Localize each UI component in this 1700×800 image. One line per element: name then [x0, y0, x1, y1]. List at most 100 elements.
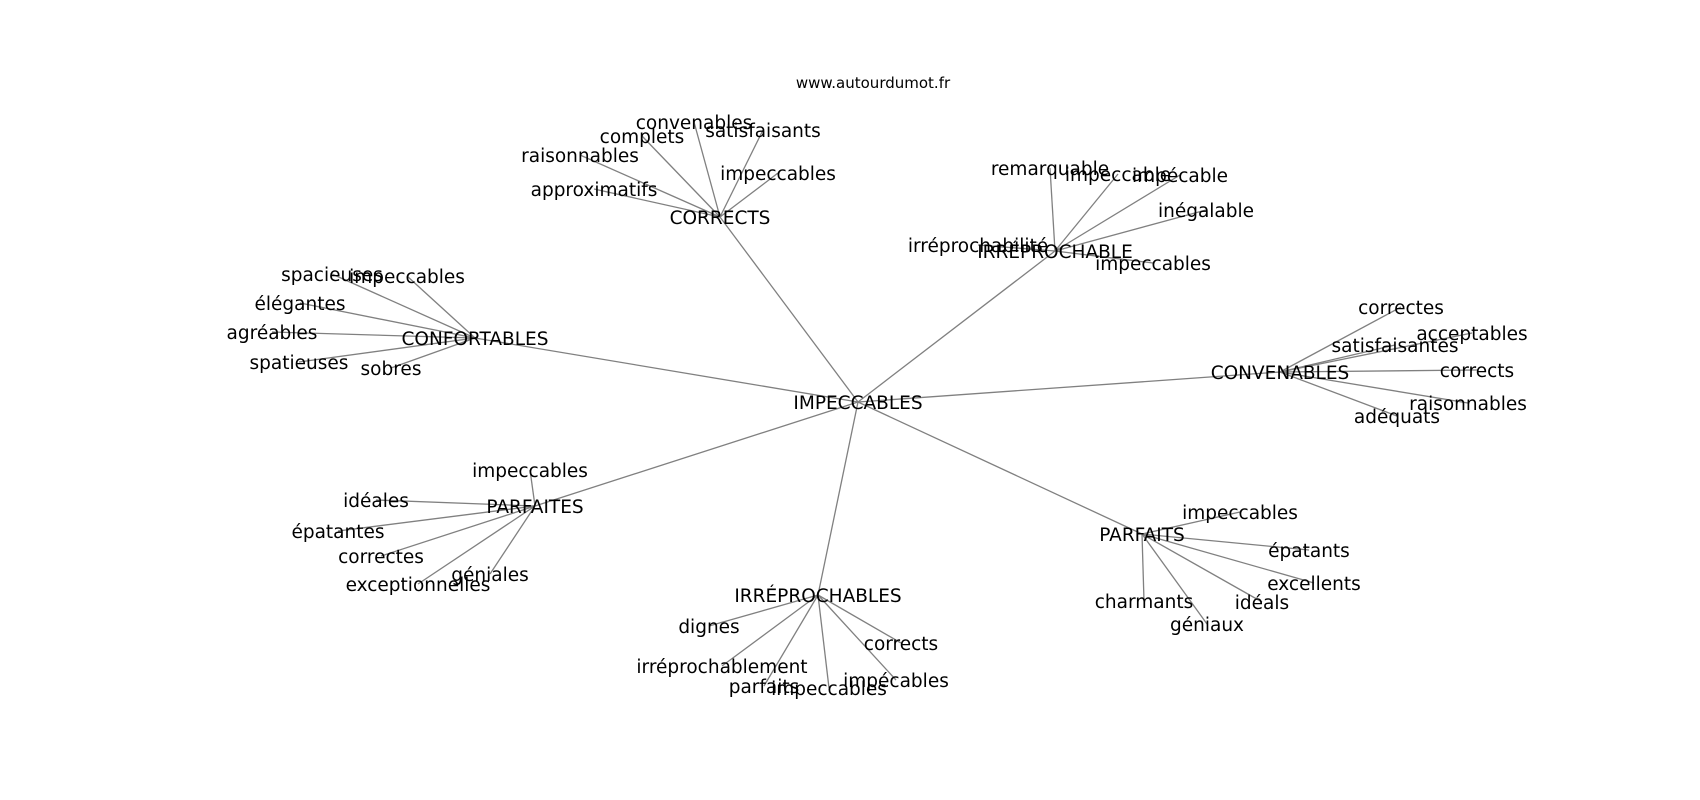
leaf-word[interactable]: irréprochabilité	[908, 236, 1048, 257]
edge-cluster-to-leaf	[1054, 173, 1119, 252]
edge-cluster-to-leaf	[719, 172, 779, 218]
edge-cluster-to-leaf	[375, 499, 536, 507]
leaf-word[interactable]: corrects	[1440, 361, 1514, 382]
edge-cluster-to-leaf	[390, 337, 476, 369]
edge-cluster-to-leaf	[406, 275, 476, 339]
edge-cluster-to-leaf	[579, 154, 721, 218]
leaf-word[interactable]: spacieuses	[281, 265, 383, 286]
leaf-word[interactable]: dignes	[678, 617, 739, 638]
edge-cluster-to-leaf	[1279, 371, 1469, 404]
cluster-word[interactable]: CONFORTABLES	[402, 329, 549, 350]
center-word[interactable]: IMPECCABLES	[793, 393, 922, 414]
leaf-word[interactable]: agréables	[227, 323, 318, 344]
leaf-word[interactable]: acceptables	[1416, 324, 1527, 345]
leaf-word[interactable]: impécables	[843, 671, 949, 692]
leaf-word[interactable]: impeccables	[472, 461, 588, 482]
leaf-word[interactable]: parfaits	[729, 677, 800, 698]
leaf-word[interactable]: convenables	[636, 113, 753, 134]
leaf-word[interactable]: charmants	[1095, 592, 1194, 613]
edge-center-to-cluster	[857, 250, 1056, 403]
edge-cluster-to-leaf	[298, 337, 476, 363]
edge-cluster-to-leaf	[1279, 371, 1398, 417]
leaf-word[interactable]: impeccables	[771, 679, 887, 700]
edge-cluster-to-leaf	[1054, 174, 1181, 252]
edge-center-to-cluster	[857, 371, 1281, 403]
leaf-word[interactable]: satisfaisantes	[1332, 336, 1459, 357]
leaf-word[interactable]: approximatifs	[531, 180, 658, 201]
site-url[interactable]: www.autourdumot.fr	[796, 74, 951, 92]
edge-center-to-cluster	[534, 401, 859, 507]
edge-cluster-to-leaf	[817, 594, 902, 644]
edge-cluster-to-leaf	[529, 469, 536, 507]
edge-cluster-to-leaf	[708, 594, 819, 627]
edge-cluster-to-leaf	[1279, 369, 1478, 373]
edge-center-to-cluster	[857, 401, 1143, 535]
edge-cluster-to-leaf	[1141, 533, 1263, 603]
cluster-word[interactable]: PARFAITES	[486, 497, 583, 518]
cluster-word[interactable]: CORRECTS	[670, 208, 771, 229]
leaf-word[interactable]: satisfaisants	[705, 121, 821, 142]
edge-cluster-to-leaf	[380, 505, 536, 557]
edge-cluster-to-leaf	[1054, 250, 1154, 264]
cluster-word[interactable]: IRRÉPROCHABLES	[734, 585, 901, 607]
leaf-word[interactable]: corrects	[864, 634, 938, 655]
leaf-word[interactable]: impécable	[1132, 166, 1228, 187]
leaf-word[interactable]: idéales	[343, 491, 409, 512]
edge-center-to-cluster	[474, 337, 859, 403]
leaf-word[interactable]: correctes	[338, 547, 424, 568]
leaf-word[interactable]: spatieuses	[250, 353, 349, 374]
leaf-word[interactable]: complets	[600, 127, 685, 148]
leaf-word[interactable]: idéals	[1235, 593, 1289, 614]
edge-cluster-to-leaf	[1054, 209, 1207, 252]
leaf-word[interactable]: impeccables	[720, 164, 836, 185]
edge-cluster-to-leaf	[1141, 533, 1310, 551]
edge-cluster-to-leaf	[1141, 533, 1208, 625]
leaf-word[interactable]: correctes	[1358, 298, 1444, 319]
leaf-word[interactable]: remarquable	[991, 159, 1109, 180]
leaf-word[interactable]: élégantes	[255, 294, 346, 315]
edge-cluster-to-leaf	[641, 135, 721, 218]
cluster-word[interactable]: IRRÉPROCHABLE	[977, 241, 1133, 263]
edge-cluster-to-leaf	[1279, 332, 1473, 373]
edge-cluster-to-leaf	[337, 505, 536, 532]
leaf-word[interactable]: géniales	[451, 565, 529, 586]
edge-cluster-to-leaf	[489, 505, 536, 575]
edge-cluster-to-leaf	[1141, 511, 1241, 535]
edge-cluster-to-leaf	[977, 244, 1056, 252]
edge-cluster-to-leaf	[1141, 533, 1315, 584]
edge-cluster-to-leaf	[693, 121, 721, 218]
leaf-word[interactable]: exceptionnelles	[346, 575, 491, 596]
leaf-word[interactable]: irréprochablement	[636, 657, 807, 678]
leaf-word[interactable]: raisonnables	[1409, 394, 1527, 415]
edge-cluster-to-leaf	[1049, 167, 1056, 252]
leaf-word[interactable]: raisonnables	[521, 146, 639, 167]
leaf-word[interactable]: inégalable	[1158, 201, 1254, 222]
edge-cluster-to-leaf	[1141, 533, 1145, 602]
edges-layer	[271, 121, 1478, 689]
edge-cluster-to-leaf	[817, 594, 830, 689]
leaf-word[interactable]: épatants	[1268, 541, 1350, 562]
edge-cluster-to-leaf	[331, 273, 476, 339]
leaf-word[interactable]: impeccables	[1095, 254, 1211, 275]
leaf-word[interactable]: impeccables	[1182, 503, 1298, 524]
leaf-word[interactable]: impeccables	[349, 267, 465, 288]
edge-cluster-to-leaf	[763, 594, 819, 687]
edge-center-to-cluster	[719, 216, 859, 403]
edge-cluster-to-leaf	[817, 594, 897, 681]
edge-cluster-to-leaf	[721, 594, 819, 667]
leaf-word[interactable]: impeccable	[1065, 165, 1171, 186]
edge-cluster-to-leaf	[271, 331, 476, 339]
edge-cluster-to-leaf	[1279, 306, 1402, 373]
leaf-word[interactable]: géniaux	[1170, 615, 1244, 636]
leaf-word[interactable]: épatantes	[291, 522, 384, 543]
cluster-word[interactable]: CONVENABLES	[1211, 363, 1350, 384]
edge-cluster-to-leaf	[299, 302, 476, 339]
edge-cluster-to-leaf	[719, 129, 764, 218]
leaf-word[interactable]: adéquats	[1354, 407, 1440, 428]
leaf-word[interactable]: excellents	[1267, 574, 1361, 595]
leaf-word[interactable]: sobres	[361, 359, 422, 380]
edge-cluster-to-leaf	[593, 188, 721, 218]
cluster-word[interactable]: PARFAITS	[1099, 525, 1185, 546]
